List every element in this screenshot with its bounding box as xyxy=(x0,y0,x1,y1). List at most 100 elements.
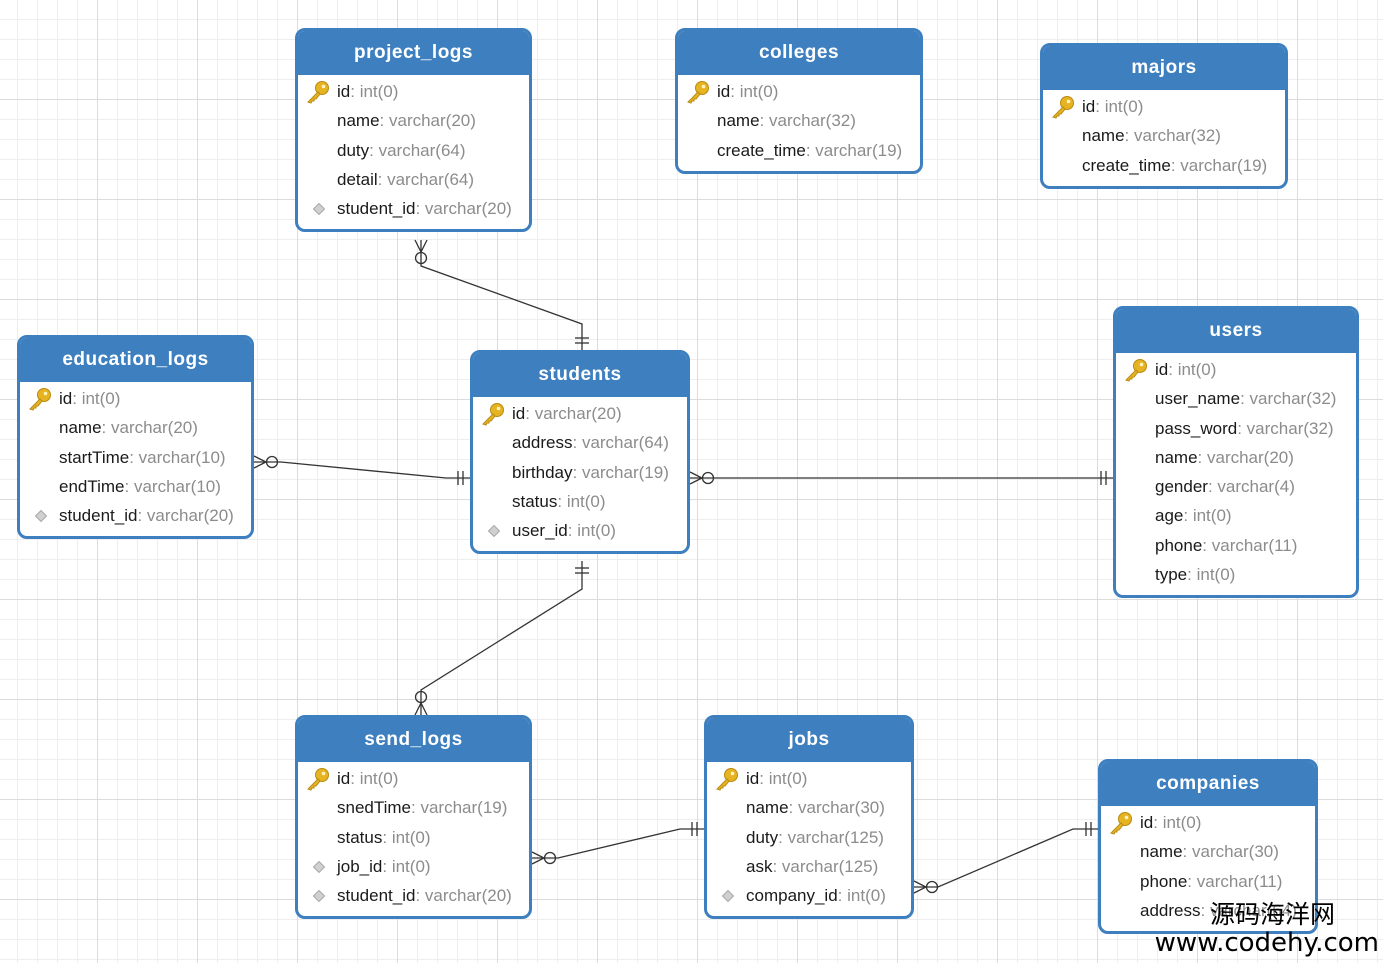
field-row[interactable]: type: int(0) xyxy=(1116,560,1356,589)
field-row[interactable]: id: int(0) xyxy=(1116,355,1356,384)
field-type: int(0) xyxy=(1104,97,1144,116)
table-send-logs[interactable]: send_logs id: int(0)snedTime: varchar(19… xyxy=(295,715,532,920)
field-separator: : xyxy=(1095,97,1105,116)
field-row[interactable]: phone: varchar(11) xyxy=(1116,531,1356,560)
field-row[interactable]: id: int(0) xyxy=(1043,92,1285,121)
field-row[interactable]: address: varchar(64) xyxy=(473,428,687,457)
field-separator: : xyxy=(415,886,425,906)
field-type: int(0) xyxy=(1192,506,1232,526)
field-row[interactable]: name: varchar(32) xyxy=(1043,121,1285,150)
table-header[interactable]: project_logs xyxy=(298,31,529,75)
key-icon xyxy=(482,403,504,426)
field-row[interactable]: status: int(0) xyxy=(298,823,529,852)
field-row[interactable]: company_id: int(0) xyxy=(707,881,911,910)
field-row[interactable]: create_time: varchar(19) xyxy=(678,136,920,165)
field-type: int(0) xyxy=(1196,565,1236,585)
field-type: varchar(32) xyxy=(1246,418,1334,438)
field-row[interactable]: name: varchar(20) xyxy=(298,106,529,135)
table-header[interactable]: companies xyxy=(1101,762,1315,806)
field-row[interactable]: name: varchar(30) xyxy=(707,793,911,822)
table-header[interactable]: education_logs xyxy=(20,338,251,382)
field-type: varchar(11) xyxy=(1211,535,1298,555)
field-row[interactable]: id: int(0) xyxy=(1101,808,1315,837)
field-name: id xyxy=(746,769,760,788)
field-name: name xyxy=(59,418,102,438)
field-name: phone xyxy=(1155,535,1203,555)
field-row[interactable]: endTime: varchar(10) xyxy=(20,472,251,501)
field-row[interactable]: name: varchar(32) xyxy=(678,106,920,135)
field-row[interactable]: id: int(0) xyxy=(298,77,529,106)
rel-send-logs-students xyxy=(420,561,583,715)
field-row[interactable]: ask: varchar(125) xyxy=(707,852,911,881)
field-type: int(0) xyxy=(359,769,399,788)
field-row[interactable]: name: varchar(30) xyxy=(1101,837,1315,866)
field-name: duty xyxy=(337,140,370,160)
diamond-icon xyxy=(722,890,734,903)
table-header[interactable]: users xyxy=(1116,309,1356,353)
table-header[interactable]: students xyxy=(473,353,687,397)
field-row[interactable]: age: int(0) xyxy=(1116,501,1356,530)
diamond-icon xyxy=(313,203,325,216)
field-row[interactable]: job_id: int(0) xyxy=(298,852,529,881)
field-type: varchar(32) xyxy=(1133,126,1221,146)
field-separator: : xyxy=(1197,447,1207,467)
field-row[interactable]: snedTime: varchar(19) xyxy=(298,793,529,822)
field-row[interactable]: detail: varchar(64) xyxy=(298,165,529,194)
table-header[interactable]: jobs xyxy=(707,718,911,762)
table-project-logs[interactable]: project_logs id: int(0)name: varchar(20)… xyxy=(295,28,532,233)
table-header[interactable]: majors xyxy=(1043,46,1285,90)
field-separator: : xyxy=(1153,813,1163,832)
field-type: int(0) xyxy=(359,82,399,101)
field-row[interactable]: address: varchar(64) xyxy=(1101,896,1315,925)
field-row[interactable]: gender: varchar(4) xyxy=(1116,472,1356,501)
field-type: varchar(20) xyxy=(388,111,476,131)
field-row[interactable]: id: int(0) xyxy=(298,764,529,793)
field-name: student_id xyxy=(337,886,416,906)
field-row[interactable]: student_id: varchar(20) xyxy=(298,194,529,223)
field-row[interactable]: duty: varchar(64) xyxy=(298,136,529,165)
field-type: int(0) xyxy=(768,769,808,788)
table-colleges[interactable]: colleges id: int(0)name: varchar(32)crea… xyxy=(675,28,923,174)
table-education-logs[interactable]: education_logs id: int(0)name: varchar(2… xyxy=(17,335,254,540)
field-name: name xyxy=(1140,842,1183,862)
field-row[interactable]: birthday: varchar(19) xyxy=(473,458,687,487)
field-row[interactable]: phone: varchar(11) xyxy=(1101,867,1315,896)
field-row[interactable]: user_name: varchar(32) xyxy=(1116,384,1356,413)
diamond-icon xyxy=(313,890,325,903)
field-separator: : xyxy=(1187,871,1197,891)
table-companies[interactable]: companies id: int(0)name: varchar(30)pho… xyxy=(1098,759,1318,935)
field-name: birthday xyxy=(512,462,573,482)
table-students[interactable]: students id: varchar(20)address: varchar… xyxy=(470,350,690,555)
field-row[interactable]: create_time: varchar(19) xyxy=(1043,151,1285,180)
field-separator: : xyxy=(805,140,816,160)
field-name: student_id xyxy=(59,506,138,526)
field-name: status xyxy=(512,491,558,511)
field-row[interactable]: id: varchar(20) xyxy=(473,399,687,428)
field-row[interactable]: name: varchar(20) xyxy=(1116,443,1356,472)
field-type: varchar(20) xyxy=(424,886,512,906)
field-name: name xyxy=(1155,447,1198,467)
field-type: int(0) xyxy=(1162,813,1202,832)
field-row[interactable]: pass_word: varchar(32) xyxy=(1116,414,1356,443)
table-header[interactable]: colleges xyxy=(678,31,920,75)
table-users[interactable]: users id: int(0)user_name: varchar(32)pa… xyxy=(1113,306,1359,599)
table-jobs[interactable]: jobs id: int(0)name: varchar(30)duty: va… xyxy=(704,715,914,920)
field-row[interactable]: student_id: varchar(20) xyxy=(20,501,251,530)
field-row[interactable]: student_id: varchar(20) xyxy=(298,881,529,910)
field-row[interactable]: id: int(0) xyxy=(707,764,911,793)
field-row[interactable]: name: varchar(20) xyxy=(20,413,251,442)
rel-students-users-start xyxy=(701,471,715,485)
field-row[interactable]: user_id: int(0) xyxy=(473,516,687,545)
field-list: id: int(0)name: varchar(30)phone: varcha… xyxy=(1101,806,1315,931)
rel-jobs-companies-start xyxy=(925,880,939,894)
field-name: id xyxy=(717,82,731,101)
table-majors[interactable]: majors id: int(0)name: varchar(32)create… xyxy=(1040,43,1288,189)
field-row[interactable]: id: int(0) xyxy=(20,384,251,413)
field-row[interactable]: startTime: varchar(10) xyxy=(20,443,251,472)
field-row[interactable]: id: int(0) xyxy=(678,77,920,106)
field-row[interactable]: status: int(0) xyxy=(473,487,687,516)
table-header[interactable]: send_logs xyxy=(298,718,529,762)
key-icon xyxy=(687,81,709,104)
field-separator: : xyxy=(1124,126,1134,146)
field-row[interactable]: duty: varchar(125) xyxy=(707,823,911,852)
